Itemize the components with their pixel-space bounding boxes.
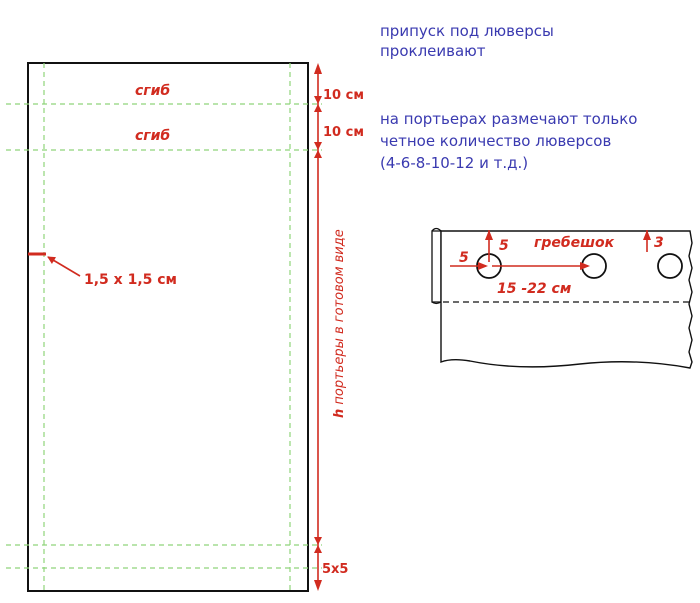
curtain-panel: [27, 62, 309, 592]
note-line-5: (4-6-8-10-12 и т.д.): [380, 154, 528, 172]
eyelet-spacing-label: 15 -22 см: [497, 281, 571, 297]
eyelet-3: [657, 253, 683, 279]
dimension-top-2: 10 см: [323, 125, 364, 140]
note-line-3: на портьерах размечают только: [380, 110, 637, 128]
corner-size-label: 1,5 х 1,5 см: [84, 272, 177, 288]
height-text: портьеры в готовом виде: [332, 229, 347, 408]
tape-label: гребешок: [534, 235, 615, 251]
detail-arrows: [450, 230, 651, 270]
fabric-piece: [440, 230, 693, 369]
eyelet-detail: 5 5 гребешок 3 15 -22 см: [431, 227, 693, 369]
fold-flap: [431, 230, 442, 303]
corner-pointer: [47, 256, 81, 277]
fold-label-2: сгиб: [135, 128, 170, 144]
height-prefix: h: [332, 409, 347, 418]
note-line-1: припуск под люверсы: [380, 22, 554, 40]
dimension-bottom: 5х5: [322, 562, 348, 577]
detail-num-up: 5: [499, 238, 509, 254]
dimension-top-1: 10 см: [323, 88, 364, 103]
guide-lines: [6, 63, 322, 591]
note-line-2: проклеивают: [380, 42, 486, 60]
detail-num-left: 5: [459, 250, 469, 266]
detail-num-right: 3: [654, 235, 664, 251]
height-dimension: [314, 63, 322, 591]
height-label: h портьеры в готовом виде: [332, 229, 347, 418]
fold-label-1: сгиб: [135, 83, 170, 99]
note-line-4: четное количество люверсов: [380, 132, 611, 150]
